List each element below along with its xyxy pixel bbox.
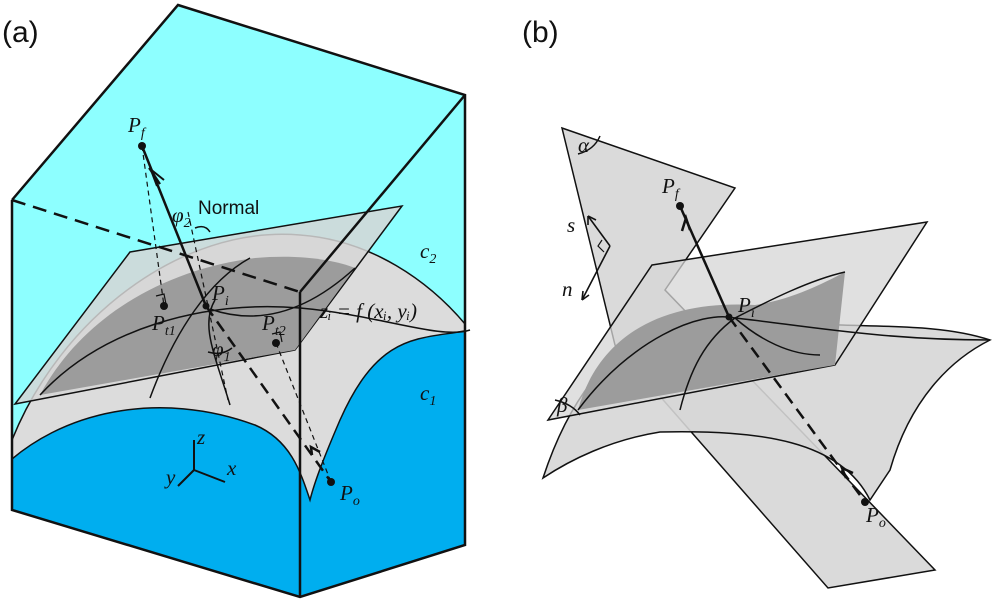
axis-y-label: y [164, 465, 176, 489]
label-po-b: Po [865, 503, 886, 531]
label-pf-b: Pf [661, 174, 681, 202]
label-alpha: α [578, 133, 590, 157]
label-po-a: Po [339, 481, 360, 509]
point-origin-dot-b [861, 498, 869, 506]
point-incident-dot-a [202, 302, 210, 310]
panel-b: (b) Pf Pi [522, 16, 992, 589]
point-t1-dot [160, 302, 168, 310]
panel-a: (a) [2, 3, 471, 599]
label-pf-a: Pf [127, 113, 147, 141]
label-pi-a: Pi [211, 281, 229, 309]
label-surface-equation: zᵢ = f (xᵢ, yᵢ) [319, 299, 417, 323]
axis-z-label: z [196, 425, 205, 449]
label-pi-b: Pi [737, 293, 755, 321]
panel-b-label: (b) [522, 16, 559, 49]
label-vector-n: n⃗ [562, 277, 589, 301]
label-pt1: Pt1 [151, 311, 176, 339]
label-vector-s: s⃗ [567, 213, 592, 237]
panel-a-label: (a) [2, 16, 39, 49]
point-incident-dot-b [725, 313, 733, 321]
label-c2: c2 [420, 239, 436, 267]
label-phi2: φ2 [172, 203, 191, 231]
label-normal: Normal [198, 198, 259, 219]
point-origin-dot-a [327, 478, 335, 486]
point-t2-dot [272, 339, 280, 347]
label-pt2: Pt2 [261, 311, 286, 339]
label-c1: c1 [420, 381, 436, 409]
axis-x-label: x [226, 456, 237, 480]
point-final-dot-b [676, 202, 684, 210]
label-beta: β [556, 393, 568, 417]
label-phi1: φ1 [212, 337, 231, 365]
point-final-dot-a [138, 142, 146, 150]
surface-patch-dark-a [40, 256, 355, 395]
